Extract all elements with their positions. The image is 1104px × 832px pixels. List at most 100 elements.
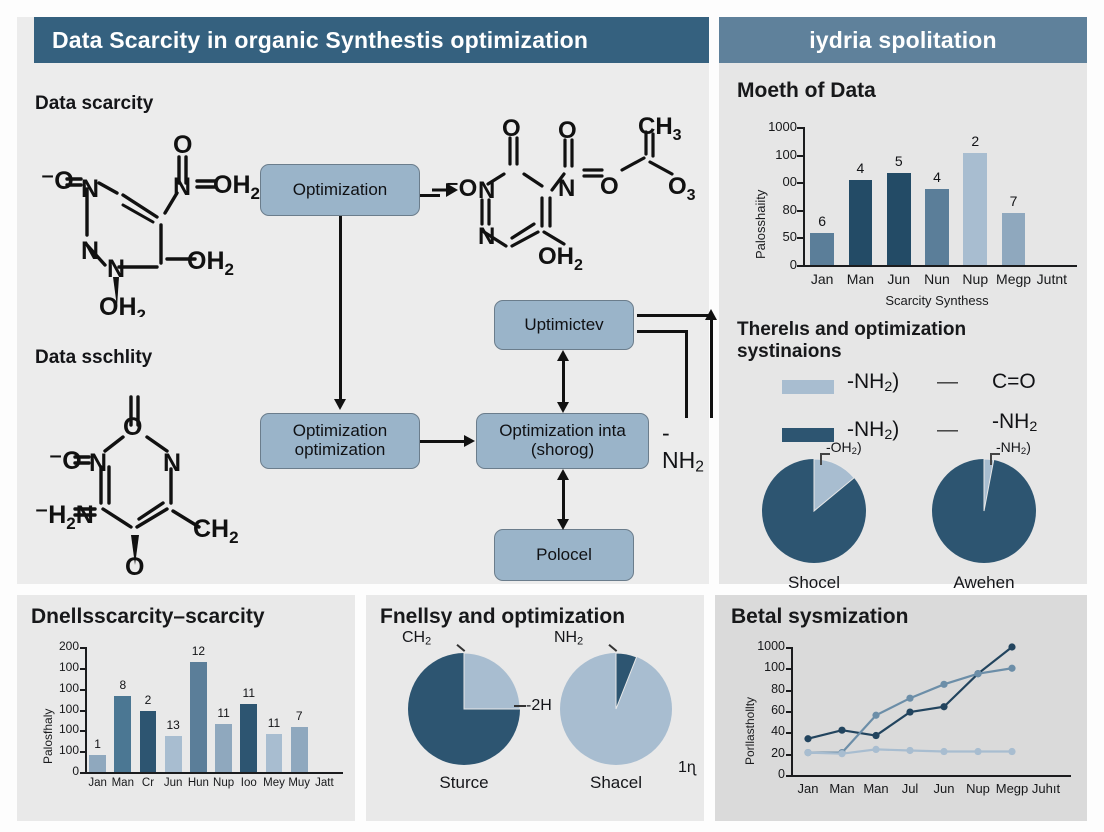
pie-annotation-right: -2H <box>526 697 552 714</box>
bar-value-label: 11 <box>242 685 256 700</box>
line-series <box>807 646 1013 740</box>
data-point <box>1008 643 1016 651</box>
legend-swatch <box>782 428 834 442</box>
pie-chart <box>762 458 866 563</box>
pie-caption: Awehen <box>953 573 1015 592</box>
category-label: Man <box>846 271 875 287</box>
y-tick-mark <box>786 753 792 756</box>
pie-annotation: -NH2) <box>996 439 1031 458</box>
pie-leader-line-h <box>990 453 1000 455</box>
svg-text:⁻O: ⁻O <box>49 447 82 475</box>
x-axis-title: Scarcity Synthess <box>885 293 989 308</box>
svg-text:O: O <box>173 131 192 159</box>
main-panel: Data Scarcity in organic Synthestis opti… <box>17 17 717 584</box>
svg-text:N: N <box>173 173 191 201</box>
svg-text:O: O <box>502 115 521 142</box>
pie-annotation: -OH2) <box>826 439 862 458</box>
category-label: Nup <box>213 777 235 789</box>
y-tick-label: 80 <box>782 201 797 217</box>
bar <box>848 180 873 265</box>
flow-box-optimization[interactable]: Optimization <box>260 164 420 216</box>
y-tick-mark <box>786 775 792 777</box>
y-axis-title: Palosshaiity <box>753 189 768 259</box>
y-tick-mark <box>797 127 804 129</box>
flow-box-optimization-optimization[interactable]: Optimization optimization <box>260 413 420 469</box>
y-tick-label: 100 <box>775 146 797 162</box>
data-point <box>906 746 914 755</box>
bar-value-label: 8 <box>119 678 127 693</box>
category-label: Hun <box>187 777 209 789</box>
legend-rows: -NH2)—C=O-NH2)—-NH2 <box>737 370 1082 452</box>
data-point <box>940 747 948 756</box>
svg-text:N: N <box>478 177 495 204</box>
y-tick-mark <box>80 647 86 649</box>
svg-text:O3: O3 <box>668 173 696 204</box>
y-tick-label: 80 <box>771 681 785 696</box>
feedback-second-line <box>637 330 687 333</box>
bar-value-label: 4 <box>856 160 865 177</box>
category-label: Mey <box>263 777 285 789</box>
feedback-right-vert <box>710 314 713 418</box>
flow-box-optimization-inta[interactable]: Optimization inta (shorog) <box>476 413 649 469</box>
flow-box-polocel[interactable]: Polocel <box>494 529 634 581</box>
bar-value-label: 6 <box>818 213 827 230</box>
free-nh2-text: -NH <box>662 420 696 473</box>
data-point <box>872 711 880 719</box>
bar <box>240 703 258 772</box>
legend-dash: — <box>937 418 958 441</box>
svg-text:OH2: OH2 <box>213 171 260 203</box>
category-label: Jul <box>901 781 919 796</box>
x-axis-line <box>803 265 1077 267</box>
y-tick-label: 50 <box>782 229 797 245</box>
arrow-opt-down-line <box>339 216 342 399</box>
category-label: Megp <box>995 781 1029 796</box>
y-tick-mark <box>797 154 804 157</box>
bottom-left-title: Dnellsscarcity–scarcity <box>31 605 265 628</box>
data-point <box>1008 664 1016 672</box>
svg-text:O: O <box>558 117 577 144</box>
y-tick-label: 20 <box>771 745 785 760</box>
category-label: Cr <box>141 777 155 789</box>
category-label: Muy <box>288 777 311 789</box>
y-tick-label: 1000 <box>757 639 785 653</box>
data-point <box>804 735 812 743</box>
bar <box>963 152 988 265</box>
svg-text:⁻O: ⁻O <box>446 175 477 202</box>
category-label: Man <box>111 777 134 789</box>
y-tick-mark <box>80 667 86 670</box>
data-point <box>906 708 914 716</box>
y-tick-label: 00 <box>782 174 797 190</box>
flow-box-uptimictev[interactable]: Uptimictev <box>494 300 634 350</box>
svg-text:N: N <box>107 255 125 283</box>
bar <box>1001 213 1026 265</box>
pie-chart <box>560 652 672 765</box>
right-bar-chart-title: Moeth of Data <box>737 79 876 102</box>
category-label: Man <box>829 781 855 796</box>
svg-text:O: O <box>123 413 142 441</box>
category-label: Jan <box>88 777 107 789</box>
y-axis-line <box>803 127 805 265</box>
legend-right-label: C=O <box>992 370 1036 393</box>
data-point <box>804 749 812 757</box>
arrow-optopt-to-inta-line <box>420 440 464 443</box>
category-label: Megp <box>996 271 1032 287</box>
bar <box>886 172 911 265</box>
svg-text:⁻O: ⁻O <box>41 167 74 195</box>
svg-text:O: O <box>125 553 144 575</box>
y-tick-label: 100 <box>58 659 79 674</box>
pie-chart <box>932 458 1036 563</box>
y-tick-label: 100 <box>58 701 79 716</box>
svg-text:CH2: CH2 <box>193 515 239 547</box>
y-tick-mark <box>786 668 792 671</box>
line-series-group <box>804 643 1016 758</box>
arrow-inta-upt-head-up <box>557 350 569 361</box>
bar <box>810 233 834 265</box>
arrow-opt-to-product <box>420 194 440 197</box>
y-tick-mark <box>786 647 792 649</box>
feedback-top-line <box>637 314 712 317</box>
legend-label: -NH2) <box>847 418 900 444</box>
flow-box-uptimictev-label: Uptimictev <box>524 314 604 334</box>
